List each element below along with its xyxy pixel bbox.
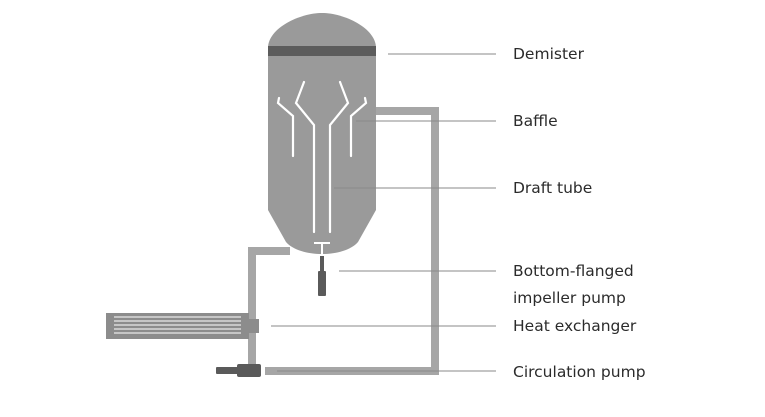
circulation-pump-motor xyxy=(216,367,238,374)
impeller-pump-shaft xyxy=(320,256,324,272)
draft-tube xyxy=(294,80,350,234)
impeller xyxy=(314,242,330,254)
label-circulation-pump: Circulation pump xyxy=(513,363,646,381)
circulation-pump-casing xyxy=(237,364,261,377)
label-bottom-flanged-line1: Bottom-flanged xyxy=(513,262,634,280)
vessel-body xyxy=(268,13,376,254)
baffle-right xyxy=(349,96,368,158)
leader-lines xyxy=(271,53,496,372)
label-bottom-flanged-line2: impeller pump xyxy=(513,289,626,307)
demister-band xyxy=(268,46,376,56)
feed-pipe xyxy=(248,247,290,366)
label-demister: Demister xyxy=(513,45,585,63)
baffle-left xyxy=(276,96,295,158)
label-baffle: Baffle xyxy=(513,112,558,130)
label-heat-exchanger: Heat exchanger xyxy=(513,317,637,335)
impeller-pump-motor xyxy=(318,271,326,296)
heat-exchanger-tubes xyxy=(114,316,241,334)
heat-exchanger-end-cap xyxy=(245,319,259,333)
label-draft-tube: Draft tube xyxy=(513,179,592,197)
